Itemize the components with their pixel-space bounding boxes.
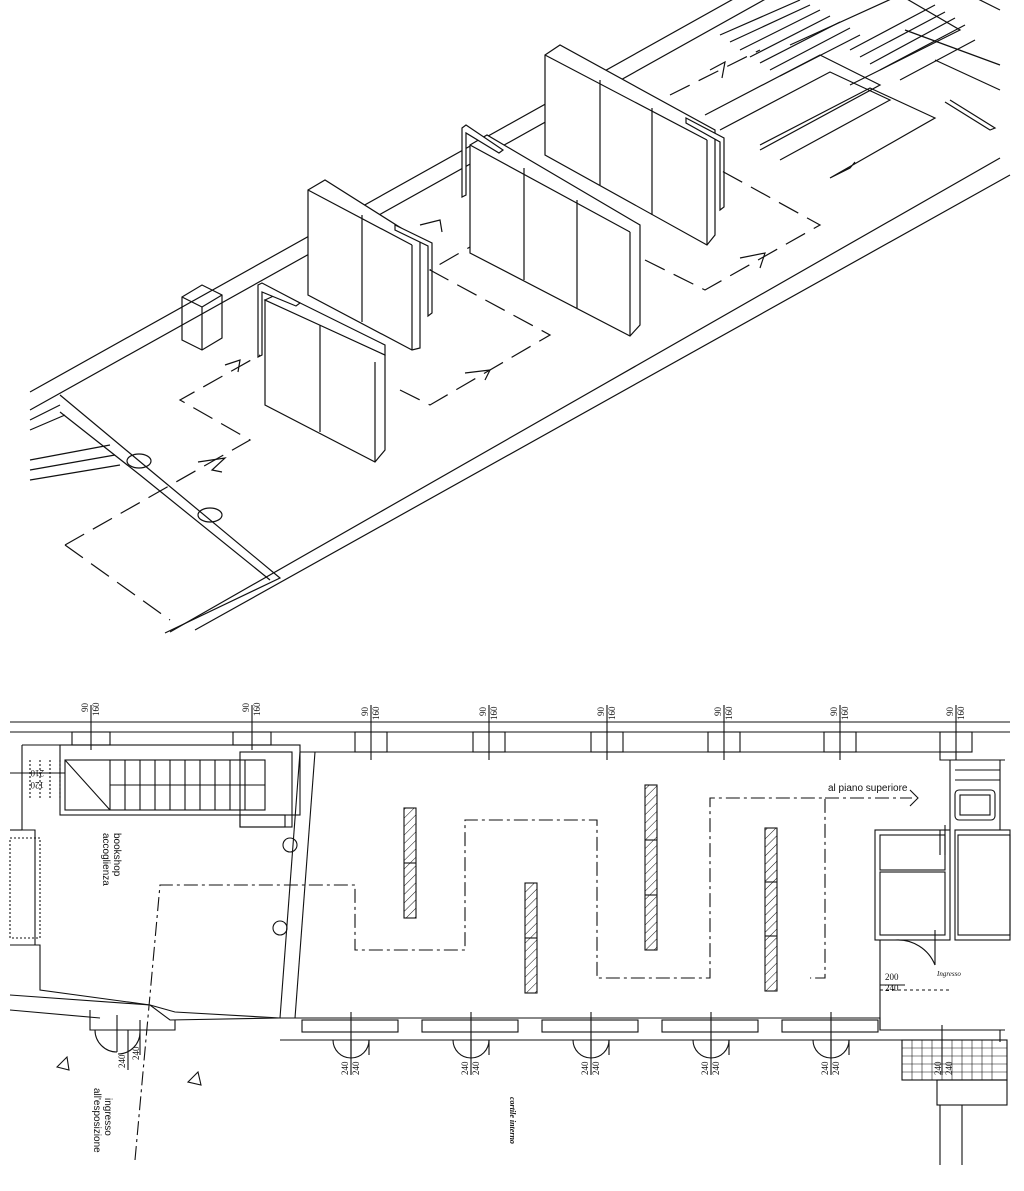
plan-dimension-labels: 90 160 90 160 90 160 90 160 90 160 90 16… [30,702,966,1075]
label-cortile-interno: cortile interno [508,1097,517,1144]
dim-win-7b: 160 [840,706,850,720]
dim-door-4a: 240 [700,1061,710,1075]
axo-panel-4 [544,44,725,246]
dim-door-1b: 240 [351,1061,361,1075]
label-al-piano-superiore: al piano superiore [828,783,908,794]
dim-win-4b: 160 [489,706,499,720]
section-marker-2 [186,1070,202,1086]
dim-win-8a: 90 [945,707,955,717]
dim-door-3a: 240 [580,1061,590,1075]
axo-left-room [59,394,282,634]
axo-column-1 [126,453,152,469]
label-ingresso-door: Ingresso [936,970,961,978]
axo-left-room-inner [59,411,271,581]
label-ingresso: ingresso [102,1098,113,1136]
plan-view [9,705,1011,1165]
dim-entry-door-b: 240 [131,1046,141,1060]
dim-win-3b: 160 [371,706,381,720]
plan-left-wall-b [9,1009,101,1019]
plan-north-wall-inner [300,751,1005,761]
axo-panel-3 [461,124,641,337]
label-bookshop: bookshop [111,833,122,877]
dim-entry-a: 200 [885,972,899,982]
dim-win-8b: 160 [956,706,966,720]
dim-door-1a: 240 [340,1061,350,1075]
axo-left-stair-1 [29,444,111,461]
axonometric-view [29,0,1011,634]
plan-text-labels: bookshop accoglienza al piano superiore … [91,783,961,1153]
plan-staircase [29,744,301,828]
axo-panel-2 [307,179,433,351]
dim-stair-b: 120 [30,780,44,790]
axo-left-stair-2 [29,454,116,471]
axo-box [181,284,223,351]
dim-win-4a: 90 [478,707,488,717]
dim-win-1a: 90 [80,703,90,713]
axo-front-wall-outer [194,174,1011,631]
dim-lift-a: 240 [933,1061,943,1075]
dim-entry-b: 240 [885,983,899,993]
plan-panels [403,784,778,994]
axo-visitor-path [64,49,822,621]
dim-stair-a: 210 [30,768,44,778]
dim-win-2b: 160 [252,702,262,716]
dim-door-5b: 240 [831,1061,841,1075]
plan-left-wall-a [9,994,151,1006]
axo-box-edge-1 [181,296,203,308]
axo-back-wall-inner [29,0,765,411]
axo-column-2 [197,507,223,523]
plan-west-partition-2 [294,751,316,1019]
plan-panel-3 [644,784,658,951]
dim-lift-b: 240 [944,1061,954,1075]
dim-win-5a: 90 [596,707,606,717]
dim-win-6b: 160 [724,706,734,720]
axo-box-edge-2 [201,294,223,308]
dim-win-3a: 90 [360,707,370,717]
plan-grate-hatch [902,1040,1007,1080]
dim-door-2b: 240 [471,1061,481,1075]
dim-door-5a: 240 [820,1061,830,1075]
plan-south-doors [89,1004,879,1059]
plan-panel-4 [764,827,778,992]
plan-visitor-path [134,797,826,1161]
axo-right-stair [704,0,1001,179]
dim-entry-door-a: 240 [117,1054,127,1068]
plan-service-block [874,760,1011,1165]
plan-path-arrow [909,789,919,807]
dim-door-2a: 240 [460,1061,470,1075]
dim-win-6a: 90 [713,707,723,717]
plan-column-1 [282,837,298,853]
dim-door-3b: 240 [591,1061,601,1075]
dim-win-5b: 160 [607,706,617,720]
axo-path-arrows [197,60,766,473]
axo-left-stair-3 [29,464,121,481]
plan-windows [71,731,973,753]
axo-left-stair-5 [29,414,66,431]
dim-win-2a: 90 [241,703,251,713]
dim-win-1b: 160 [91,702,101,716]
dim-door-4b: 240 [711,1061,721,1075]
label-all-esposizione: all'esposizione [91,1088,102,1153]
axo-front-wall-inner [169,157,1001,633]
axo-panel-1 [257,282,386,463]
axo-left-stair-4 [29,404,61,421]
label-accoglienza: accoglienza [100,833,111,886]
plan-dimension-ticks [10,705,957,1075]
plan-left-niche [9,837,41,939]
plan-column-2 [272,920,288,936]
dim-win-7a: 90 [829,707,839,717]
plan-left-room-outline [21,745,281,1021]
plan-grate [901,1039,1008,1081]
section-marker-1 [55,1055,70,1071]
